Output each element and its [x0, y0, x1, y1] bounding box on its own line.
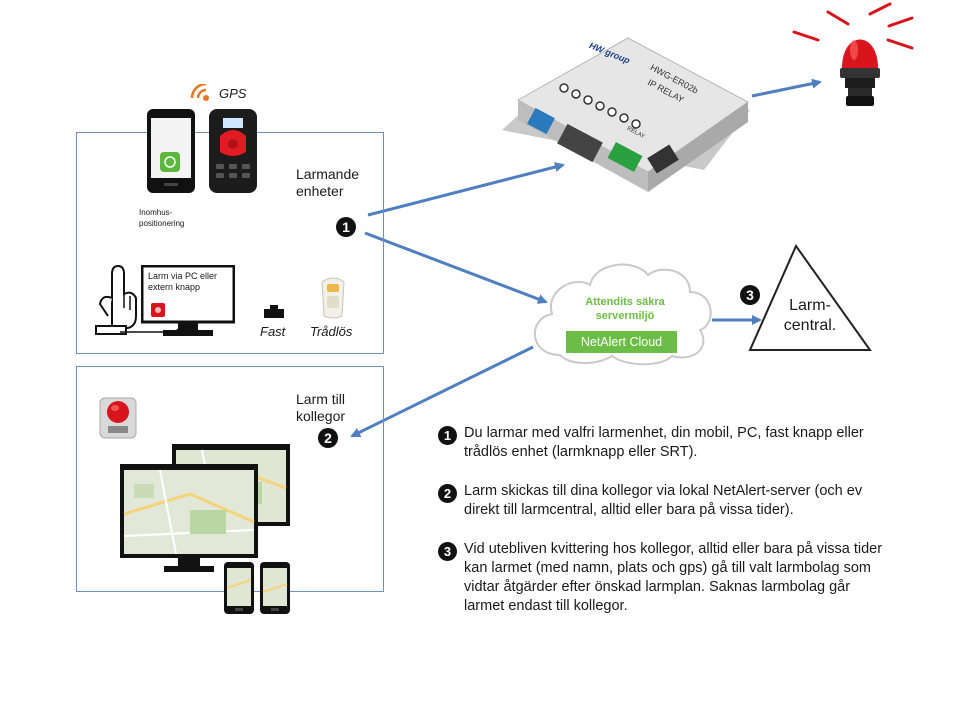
pc-label-line1: Larm via PC eller [148, 271, 218, 281]
step-item-3-text: Vid utebliven kvittering hos kollegor, a… [464, 541, 883, 614]
arrow-to-colleagues [350, 345, 534, 438]
step-item-1: 1 Du larmar med valfri larmenhet, din mo… [438, 424, 888, 462]
arrow-to-beacon [751, 78, 822, 98]
smartphone-icon [146, 108, 196, 194]
step2-marker: 2 [318, 428, 338, 448]
devices-label-line1: Larmande [296, 166, 360, 182]
pointing-hand-icon [92, 264, 140, 336]
wall-button-icon [98, 392, 138, 440]
relay-icon [502, 37, 750, 192]
colleagues-label-line1: Larm till [296, 391, 346, 407]
step-item-1-marker: 1 [438, 426, 457, 445]
arrow-to-cloud [364, 231, 548, 304]
alarm-central-label: Larm- central. [770, 296, 850, 336]
pc-monitor [140, 264, 236, 339]
step-item-2-marker: 2 [438, 484, 457, 503]
step3-marker: 3 [740, 285, 760, 305]
fixed-button-icon [264, 304, 284, 318]
ip-relay-device: HW group HWG-ER02b IP RELAY RELAY [498, 20, 754, 200]
gps-signal-icon [186, 82, 214, 106]
phone-map-1 [224, 562, 254, 614]
netalert-cloud-badge: NetAlert Cloud [566, 331, 677, 353]
beacon-icon [840, 39, 880, 106]
pc-label-line2: extern knapp [148, 282, 201, 292]
step-item-2-text: Larm skickas till dina kollegor via loka… [464, 483, 863, 518]
arrow-to-relay [367, 162, 565, 217]
wireless-button-icon [318, 276, 348, 320]
central-triangle [748, 243, 872, 351]
wireless-label: Trådlös [310, 324, 353, 339]
indoor-positioning-line1: Inomhus- [139, 208, 173, 217]
step-item-3: 3 Vid utebliven kvittering hos kollegor,… [438, 540, 888, 616]
gps-label: GPS [219, 86, 247, 101]
cloud-title: Attendits säkra servermiljö [565, 295, 685, 323]
devices-label-line2: enheter [296, 183, 344, 199]
step-item-2: 2 Larm skickas till dina kollegor via lo… [438, 482, 888, 520]
central-line1: Larm- [789, 297, 831, 314]
alarm-beacon [836, 20, 884, 110]
cloud-title-line2: servermiljö [595, 310, 655, 322]
step1-marker: 1 [336, 217, 356, 237]
colleagues-label-line2: kollegor [296, 408, 346, 424]
phone-map-2 [260, 562, 290, 614]
alarm-handset-icon [208, 108, 258, 194]
map-monitor-front [120, 464, 258, 574]
beacon-rays [792, 2, 914, 50]
indoor-positioning-line2: positionering [139, 219, 185, 228]
central-line2: central. [783, 317, 837, 334]
cloud-title-line1: Attendits säkra [585, 296, 665, 308]
fixed-label: Fast [260, 324, 286, 339]
step-item-3-marker: 3 [438, 542, 457, 561]
step-item-1-text: Du larmar med valfri larmenhet, din mobi… [464, 425, 864, 460]
